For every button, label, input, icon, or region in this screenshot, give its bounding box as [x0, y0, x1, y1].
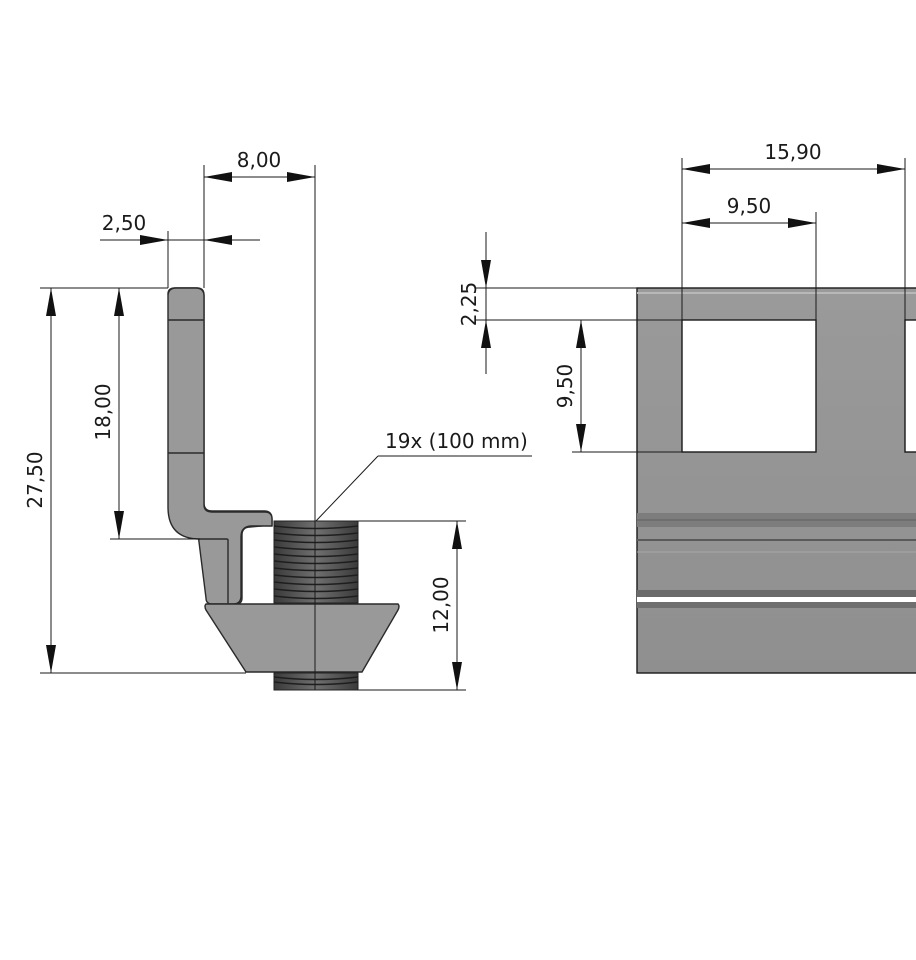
thread-ridge	[273, 560, 359, 565]
arrow-12-top	[452, 521, 462, 549]
arrow-9.5w-right	[788, 218, 816, 228]
thread-ridge	[273, 546, 359, 551]
dim-wall-thickness-text: 2,50	[102, 211, 147, 235]
arrow-15.9-right	[877, 164, 905, 174]
thread-ridge	[273, 525, 359, 530]
threaded-stud	[273, 520, 359, 691]
thread-ridge	[273, 553, 359, 558]
arrow-8-left	[204, 172, 232, 182]
rail-slot-1	[681, 319, 817, 453]
cone-base	[204, 603, 400, 673]
dim-total-height-text: 27,50	[23, 451, 47, 508]
thread-ridge	[273, 595, 359, 600]
dim-thread-length-text: 12,00	[429, 576, 453, 633]
dim-pitch-text: 15,90	[764, 140, 821, 164]
dim-slot-height-text: 9,50	[553, 364, 577, 409]
arrow-27.5-bottom	[46, 645, 56, 673]
thread-ridge	[273, 588, 359, 593]
arrow-2.25-top	[481, 260, 491, 288]
rail-groove-3	[637, 602, 916, 608]
arrow-12-bottom	[452, 662, 462, 690]
thread-ridge	[273, 581, 359, 586]
dim-top-offset-text: 2,25	[457, 282, 481, 327]
thread-ridge	[273, 532, 359, 537]
thread-ridge	[273, 567, 359, 572]
thread-ridge	[273, 676, 359, 681]
thread-ridges	[273, 525, 359, 600]
arrow-18-bottom	[114, 511, 124, 539]
arrow-27.5-top	[46, 288, 56, 316]
arrow-8-right	[287, 172, 315, 182]
note-leader-line	[315, 455, 379, 522]
thread-note-text: 19x (100 mm)	[385, 429, 528, 453]
front-view	[636, 287, 916, 674]
front-view-dimensions: 15,90 9,50 2,25 9,50	[457, 140, 906, 453]
dim-top-width-text: 8,00	[237, 148, 282, 172]
side-view	[167, 287, 400, 691]
arrow-18-top	[114, 288, 124, 316]
thread-ridges-bottom	[273, 676, 359, 686]
thread-ridge	[273, 681, 359, 686]
arrow-2.25-bottom	[481, 320, 491, 348]
side-view-dimensions: 8,00 2,50 27,50 18,00 12,00 19x (100 mm)	[23, 148, 532, 691]
dim-upper-height-text: 18,00	[91, 383, 115, 440]
arrow-9.5h-bottom	[576, 424, 586, 452]
arrow-9.5h-top	[576, 320, 586, 348]
thread-ridge	[273, 574, 359, 579]
bracket-vertical-leg	[167, 287, 273, 605]
dim-slot-width-text: 9,50	[727, 194, 772, 218]
arrow-2.5-left	[140, 235, 168, 245]
arrow-2.5-right	[204, 235, 232, 245]
rail-highlight	[637, 597, 916, 602]
arrow-9.5w-left	[682, 218, 710, 228]
rail-slot-2	[904, 319, 916, 453]
arrow-15.9-left	[682, 164, 710, 174]
rail-groove-2	[637, 590, 916, 597]
thread-ridge	[273, 539, 359, 544]
